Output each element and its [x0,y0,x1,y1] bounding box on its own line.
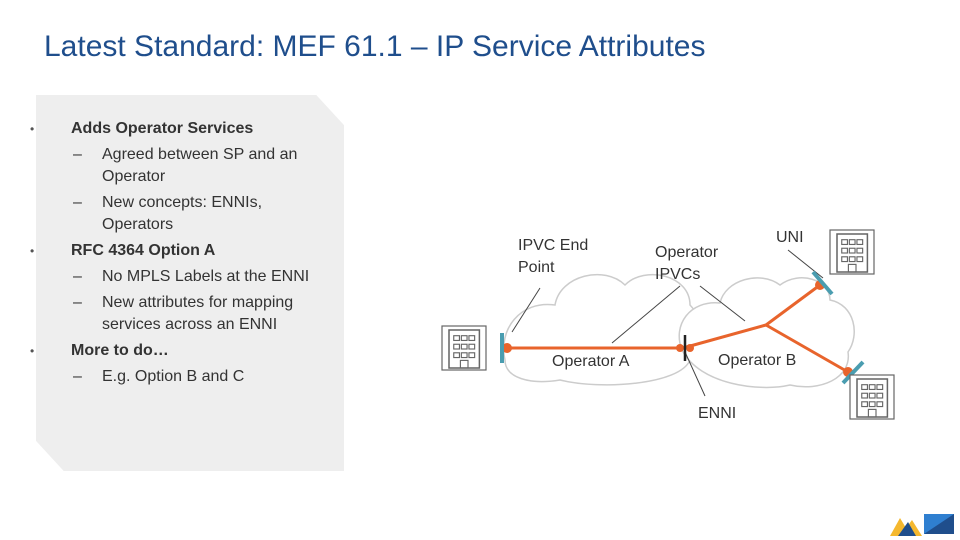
operator-b-cloud [678,277,855,389]
operator-ipvcs-label: Operator IPVCs [655,244,719,283]
mef-logo-icon [890,514,954,536]
uni-callout [787,249,824,279]
sub-bullet-item: – E.g. Option B and C [30,366,330,388]
bullet-dot: • [30,344,35,358]
bullet-dot: • [30,244,35,258]
ipvc-link-uni-2 [765,323,849,374]
bullet-item: • Adds Operator Services [30,118,330,140]
operator-a-cloud [503,273,701,386]
sub-bullet-dash: – [73,146,82,163]
sub-bullet-dash: – [73,194,82,211]
sub-bullet-item: – No MPLS Labels at the ENNI [30,266,330,288]
bullet-item: • RFC 4364 Option A [30,240,330,262]
sub-bullet-text: New attributes for mapping services acro… [102,294,294,333]
bullet-item: • More to do… [30,340,330,362]
bullet-text: Adds Operator Services [71,120,254,137]
uni-bar-b1 [811,270,834,296]
building-icon [441,325,487,371]
enni-dot-left [676,344,684,352]
bullet-text: RFC 4364 Option A [71,242,216,259]
bullet-text: More to do… [71,342,169,359]
operator-ipvcs-callout-1 [611,285,681,344]
sub-bullet-text: New concepts: ENNIs, Operators [102,194,263,233]
ipvc-endpoint-dot [502,343,512,353]
ipvc-link-uni-1 [765,283,821,327]
uni-label: UNI [776,229,804,246]
slide-title: Latest Standard: MEF 61.1 – IP Service A… [44,30,706,63]
enni-callout [684,351,706,397]
ipvc-end-callout [511,287,541,333]
sub-bullet-text: No MPLS Labels at the ENNI [102,268,310,285]
operator-a-label: Operator A [552,353,630,370]
operator-b-label: Operator B [718,352,797,369]
sub-bullet-dash: – [73,268,82,285]
bullet-list: • Adds Operator Services – Agreed between … [30,118,330,392]
sub-bullet-item: – New attributes for mapping services acr… [30,292,330,336]
sub-bullet-item: – Agreed between SP and an Operator [30,144,330,188]
sub-bullet-dash: – [73,368,82,385]
bullet-dot: • [30,122,35,136]
sub-bullet-text: Agreed between SP and an Operator [102,146,298,185]
building-icon [849,374,895,420]
enni-dot-right [686,344,694,352]
operator-ipvcs-callout-2 [699,285,746,322]
sub-bullet-text: E.g. Option B and C [102,368,245,385]
enni-label: ENNI [698,405,737,422]
sub-bullet-dash: – [73,294,82,311]
uni-bar-b2 [841,360,865,385]
building-icon [829,229,875,275]
ipvc-end-point-label: IPVC End Point [518,237,589,276]
ipvc-link-enni [682,323,767,350]
bullet-panel [36,95,344,471]
sub-bullet-item: – New concepts: ENNIs, Operators [30,192,330,236]
